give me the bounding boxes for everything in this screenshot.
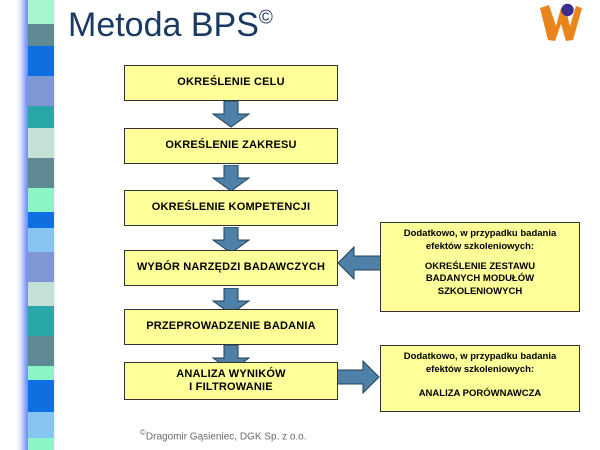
note-2-body-line1: ANALIZA PORÓWNAWCZA <box>418 387 542 399</box>
w-logo <box>536 2 584 44</box>
flow-arrow-down-4 <box>212 288 250 315</box>
strip-block-3 <box>28 46 54 76</box>
strip-block-9 <box>28 212 54 228</box>
flow-step-3[interactable]: OKREŚLENIE KOMPETENCJI <box>124 190 338 226</box>
note-arrow-right <box>334 360 380 394</box>
strip-block-6 <box>28 128 54 158</box>
strip-block-8 <box>28 188 54 212</box>
note-1-header-line2: efektów szkoleniowych: <box>425 240 535 252</box>
flow-step-6-label-line2: I FILTROWANIE <box>189 381 273 393</box>
note-1-body-line3: SZKOLENIOWYCH <box>437 286 523 298</box>
strip-block-2 <box>28 24 54 46</box>
note-2-header-line2: efektów szkoleniowych: <box>425 363 535 375</box>
note-arrow-left <box>337 246 383 280</box>
flow-step-5-label: PRZEPROWADZENIE BADANIA <box>146 320 316 333</box>
flow-step-1[interactable]: OKREŚLENIE CELU <box>124 65 338 101</box>
strip-block-7 <box>28 158 54 188</box>
flow-step-6-label-line1: ANALIZA WYNIKÓW <box>176 367 286 380</box>
footer-text: Dragomir Gąsieniec, DGK Sp. z o.o. <box>145 431 307 443</box>
strip-block-13 <box>28 306 54 336</box>
flow-step-2-label: OKREŚLENIE ZAKRESU <box>165 139 297 152</box>
strip-block-15 <box>28 366 54 380</box>
flow-step-3-label: OKREŚLENIE KOMPETENCJI <box>151 201 311 214</box>
note-2-header-line1: Dodatkowo, w przypadku badania <box>403 351 557 362</box>
title-copyright-symbol: © <box>258 7 273 29</box>
flow-step-4[interactable]: WYBÓR NARZĘDZI BADAWCZYCH <box>124 250 338 286</box>
note-1-body-line1: OKREŚLENIE ZESTAWU <box>424 260 536 272</box>
strip-block-1 <box>28 0 54 24</box>
footer-copyright-symbol: © <box>140 428 146 437</box>
page-title: Metoda BPS© <box>68 6 273 45</box>
flow-arrow-down-2 <box>212 165 250 192</box>
flow-arrow-down-1 <box>212 101 250 128</box>
page-title-text: Metoda BPS <box>68 6 259 44</box>
strip-block-4 <box>28 76 54 106</box>
flow-arrow-down-3 <box>212 227 250 254</box>
flow-step-5[interactable]: PRZEPROWADZENIE BADANIA <box>124 309 338 345</box>
strip-color-blocks <box>28 0 54 450</box>
strip-block-10 <box>28 228 54 252</box>
decorative-color-strip <box>16 0 56 450</box>
strip-block-5 <box>28 106 54 128</box>
strip-block-14 <box>28 336 54 366</box>
note-box-2[interactable]: Dodatkowo, w przypadku badania efektów s… <box>380 345 580 412</box>
flow-step-2[interactable]: OKREŚLENIE ZAKRESU <box>124 128 338 164</box>
flow-step-6[interactable]: ANALIZA WYNIKÓW I FILTROWANIE <box>124 362 338 400</box>
note-1-body-line2: BADANYCH MODUŁÓW <box>425 273 535 285</box>
strip-block-16 <box>28 380 54 412</box>
footer-copyright: ©Dragomir Gąsieniec, DGK Sp. z o.o. <box>140 428 307 442</box>
strip-block-12 <box>28 282 54 306</box>
note-box-1[interactable]: Dodatkowo, w przypadku badania efektów s… <box>380 222 580 312</box>
flow-step-4-label: WYBÓR NARZĘDZI BADAWCZYCH <box>136 261 326 274</box>
note-1-header-line1: Dodatkowo, w przypadku badania <box>403 228 557 239</box>
flow-step-1-label: OKREŚLENIE CELU <box>177 76 285 89</box>
strip-block-11 <box>28 252 54 282</box>
strip-block-17 <box>28 412 54 438</box>
strip-block-18 <box>28 438 54 450</box>
